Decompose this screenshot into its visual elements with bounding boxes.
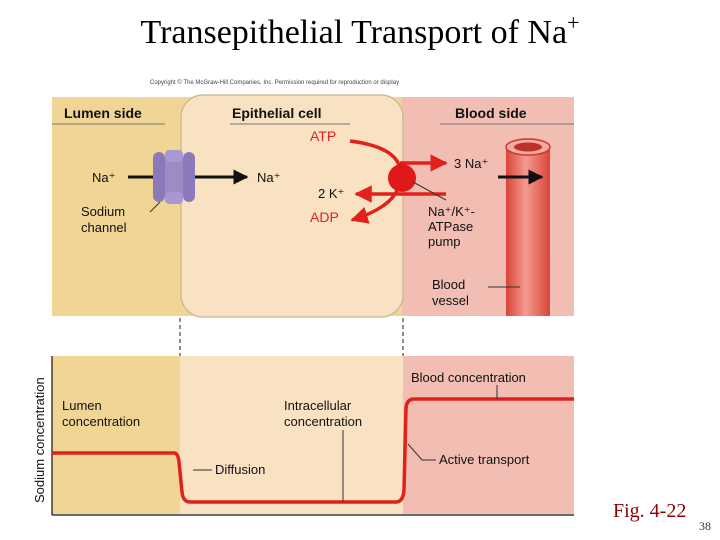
blood-vessel-label-line1: Blood bbox=[432, 277, 465, 292]
intracellular-conc-label-line1: Intracellular bbox=[284, 398, 352, 413]
active-transport-leader bbox=[407, 443, 436, 461]
pump-label-line1: Na⁺/K⁺- bbox=[428, 204, 475, 219]
atpase-pump-icon bbox=[388, 164, 416, 192]
title-text: Transepithelial Transport of Na bbox=[140, 14, 568, 51]
blood-vessel-icon bbox=[505, 138, 551, 316]
lumen-side-label: Lumen side bbox=[64, 105, 142, 121]
active-transport-label: Active transport bbox=[439, 452, 530, 467]
lumen-region-bottom bbox=[52, 356, 180, 514]
sodium-channel-leader bbox=[149, 201, 161, 213]
epithelial-cell bbox=[180, 94, 404, 318]
blood-conc-label: Blood concentration bbox=[411, 370, 526, 385]
copyright-notice: Copyright © The McGraw-Hill Companies, I… bbox=[150, 80, 400, 86]
pump-label-line3: pump bbox=[428, 234, 461, 249]
na-cell-label: Na⁺ bbox=[257, 170, 280, 185]
lumen-region-top bbox=[52, 97, 182, 316]
blood-vessel-label-line2: vessel bbox=[432, 293, 469, 308]
title-superscript: + bbox=[567, 10, 580, 35]
lumen-conc-label-line1: Lumen bbox=[62, 398, 102, 413]
concentration-profile-line bbox=[52, 397, 574, 504]
na-lumen-label: Na⁺ bbox=[92, 170, 115, 185]
blood-region-bottom bbox=[403, 356, 574, 514]
cell-region-bottom bbox=[180, 356, 403, 514]
page-number: 38 bbox=[699, 519, 711, 533]
adp-label: ADP bbox=[310, 209, 339, 225]
pump-leader bbox=[412, 181, 447, 201]
diffusion-label: Diffusion bbox=[215, 462, 265, 477]
sodium-channel-label-line2: channel bbox=[81, 220, 127, 235]
epithelial-cell-label: Epithelial cell bbox=[232, 105, 321, 121]
na-out-label: 3 Na⁺ bbox=[454, 156, 488, 171]
k-label: 2 K⁺ bbox=[318, 186, 344, 201]
pump-label-line2: ATPase bbox=[428, 219, 473, 234]
sodium-channel-label-line1: Sodium bbox=[81, 204, 125, 219]
slide-title: Transepithelial Transport of Na+ bbox=[0, 10, 720, 52]
intracellular-conc-label-line2: concentration bbox=[284, 414, 362, 429]
atp-label: ATP bbox=[310, 128, 336, 144]
figure-label: Fig. 4-22 bbox=[613, 500, 687, 522]
y-axis-label: Sodium concentration bbox=[32, 377, 47, 503]
lumen-conc-label-line2: concentration bbox=[62, 414, 140, 429]
sodium-channel-icon bbox=[153, 150, 195, 204]
blood-side-label: Blood side bbox=[455, 105, 527, 121]
